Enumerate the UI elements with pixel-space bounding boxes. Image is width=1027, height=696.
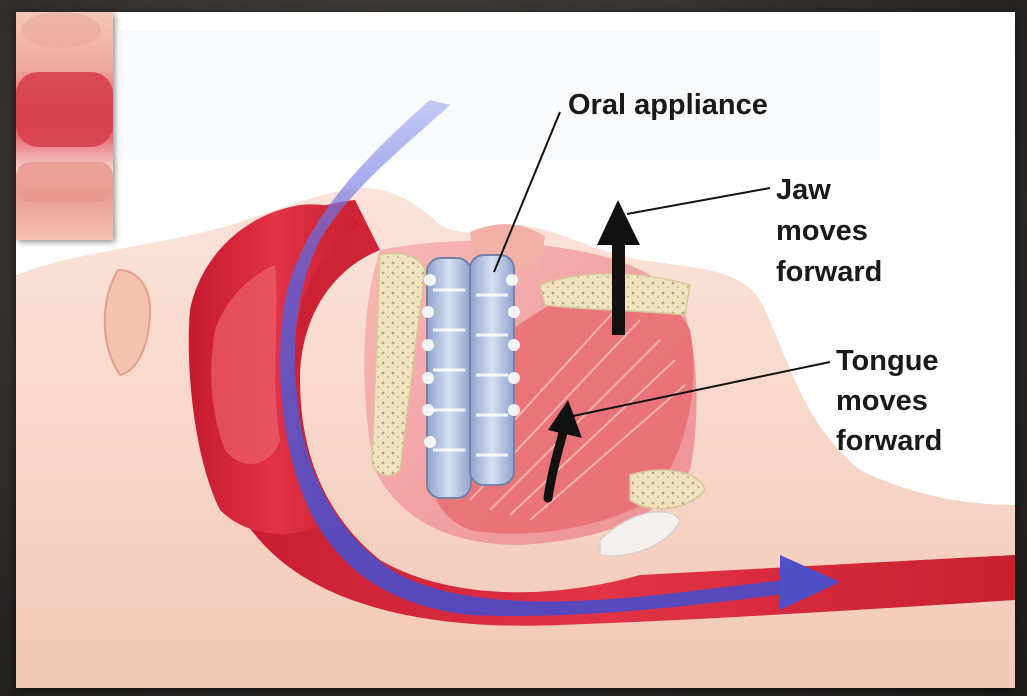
- label-tongue-line2: moves: [836, 385, 928, 417]
- label-jaw-line1: Jaw: [776, 174, 831, 206]
- label-jaw-line2: moves: [776, 215, 868, 247]
- illustration-frame: Oral appliance Jaw moves forward Tongue …: [16, 12, 1015, 688]
- lips-thumbnail: [16, 12, 113, 240]
- label-tongue-line3: forward: [836, 425, 942, 457]
- lips-thumbnail-image: [16, 12, 113, 240]
- oral-appliance: [422, 255, 520, 498]
- sleep-apnea-oral-appliance-diagram: Oral appliance Jaw moves forward Tongue …: [16, 12, 1015, 688]
- label-tongue-line1: Tongue: [836, 345, 939, 377]
- label-jaw-line3: forward: [776, 256, 882, 288]
- label-oral-appliance: Oral appliance: [568, 89, 768, 121]
